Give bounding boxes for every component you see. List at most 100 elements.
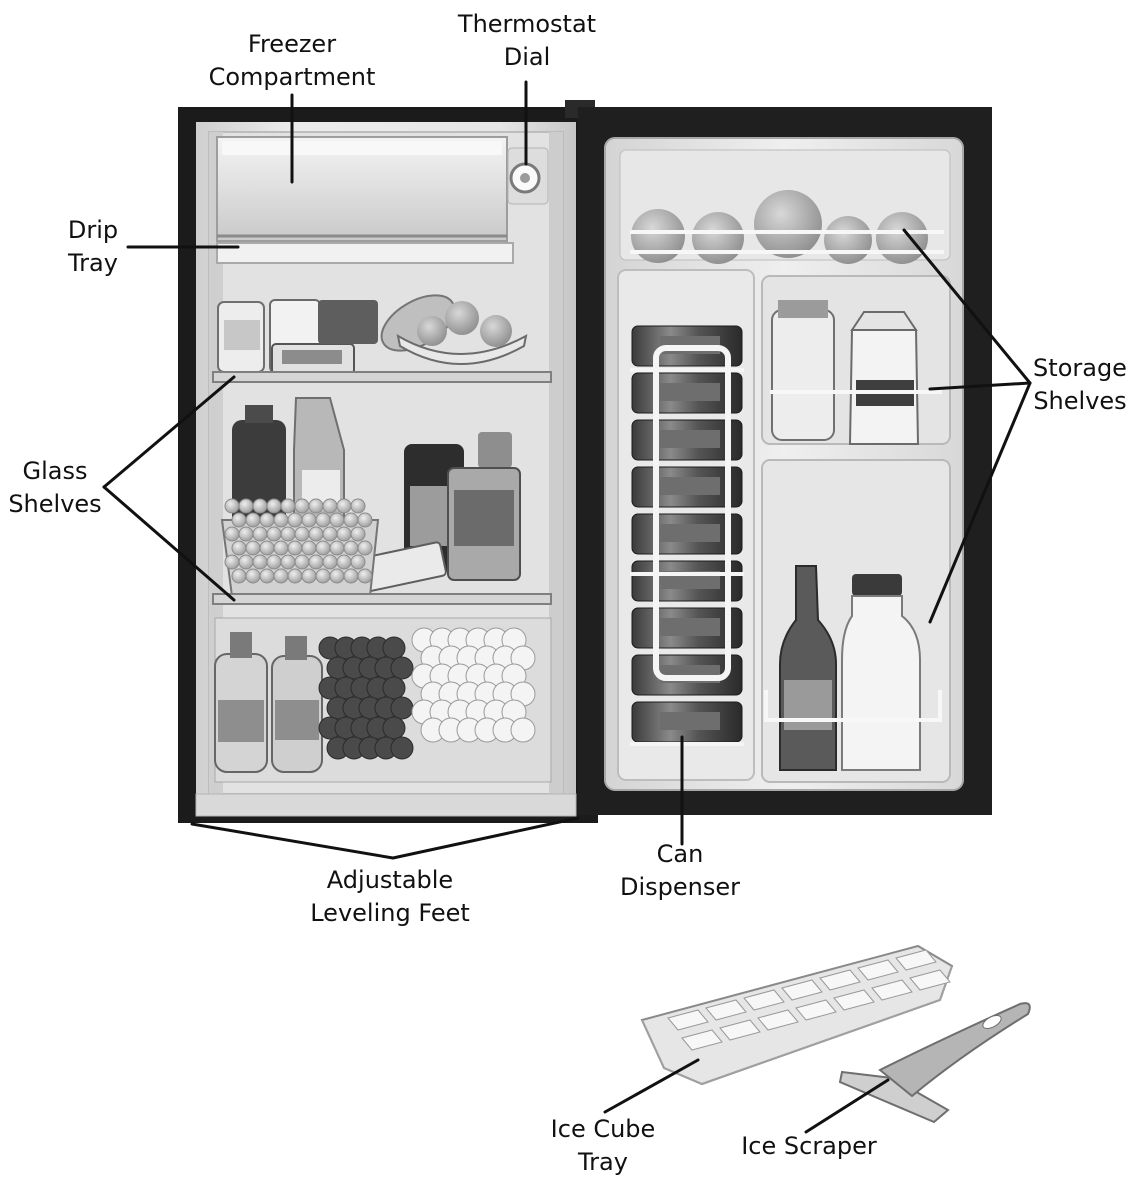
freezer-label-line-2: Compartment [208,63,376,91]
grape [273,512,289,528]
grape [343,568,359,584]
grape [357,540,373,556]
leader-lines [102,80,1032,1134]
grape [308,554,324,570]
grape [280,526,296,542]
ice-cube-cell [681,1029,723,1051]
soda-can-label [660,618,720,636]
ice-cube-cell [895,949,937,971]
cauliflower [411,627,536,743]
drip-tray [216,242,514,264]
storage-shelves-leader-top [902,228,1032,385]
grape [322,498,338,514]
grape [252,526,268,542]
ice-cube-cell [743,989,785,1011]
grape [259,512,275,528]
ice-scraper-label: Ice Scraper [724,1130,894,1163]
freezer-compartment [216,136,508,242]
glass-shelves-leader-upper [102,375,236,489]
ice-scraper-label-line-1: Ice Scraper [741,1132,877,1160]
grape [357,568,373,584]
storage-shelves-leader-bottom [928,381,1032,624]
grape [350,498,366,514]
ice-cube-tray-label: Ice Cube Tray [528,1113,678,1179]
grapes [224,498,373,584]
grape [231,568,247,584]
leveling-feet-leader-right [391,816,580,860]
grape [322,554,338,570]
ice-cube-tray [640,944,954,1086]
leveling-feet-label-line-2: Leveling Feet [310,899,470,927]
glass-shelves-label: Glass Shelves [0,455,110,521]
grape [336,526,352,542]
freezer-label-line-1: Freezer [247,30,337,58]
top-shelf-food [217,294,528,375]
grape [259,568,275,584]
storage-shelves-leader-middle [928,381,1032,391]
grape [329,512,345,528]
ice-cube-cell [909,969,951,991]
leveling-feet-leader-left [190,822,395,860]
grape [336,498,352,514]
grape [343,512,359,528]
ice-cube-tray-label-line-2: Tray [578,1148,628,1176]
storage-shelves-label: Storage Shelves [1025,352,1135,418]
ice-scraper-leader [804,1078,890,1134]
ice-cube-cell [857,959,899,981]
ice-cube-cell [819,969,861,991]
grape [350,554,366,570]
soda-can-label [660,524,720,542]
grape [238,498,254,514]
soda-can-label [660,477,720,495]
glass-shelves-label-line-1: Glass [22,457,88,485]
grape [315,512,331,528]
broccoli-floret [390,696,414,720]
grape [329,540,345,556]
grape [266,498,282,514]
grape [322,526,338,542]
grape [280,498,296,514]
broccoli-floret [382,676,406,700]
grape [245,512,261,528]
broccoli-floret [390,736,414,760]
grape [266,526,282,542]
thermostat-dial-label: Thermostat Dial [442,8,612,74]
can-dispenser-label-line-2: Dispenser [620,873,740,901]
storage-shelves-label-line-2: Shelves [1033,387,1127,415]
adjustable-leveling-feet-label: Adjustable Leveling Feet [290,864,490,930]
grape [245,568,261,584]
ice-cube-tray-cells [667,949,951,1051]
ice-cube-cell [781,979,823,1001]
ice-cube-cell [705,999,747,1021]
broccoli-floret [382,636,406,660]
grape [238,554,254,570]
grape [224,526,240,542]
grape [357,512,373,528]
grape [224,554,240,570]
freezer-compartment-label: Freezer Compartment [192,28,392,94]
thermostat-label-line-2: Dial [503,43,551,71]
grape [336,554,352,570]
drip-tray-label-line-1: Drip [67,216,119,244]
drip-tray-label-line-2: Tray [68,249,118,277]
glass-shelf-upper [212,371,552,383]
drip-tray-label: Drip Tray [48,214,138,280]
broccoli-floret [382,716,406,740]
crisper-food [214,617,552,783]
thermostat-label-line-1: Thermostat [457,10,597,38]
ice-cube-cell [871,979,913,1001]
thermostat-dial [507,147,549,205]
ice-cube-cell [667,1009,709,1031]
ice-cube-cell [833,989,875,1011]
grape [315,540,331,556]
grape [343,540,359,556]
grape [280,554,296,570]
can-dispenser-label: Can Dispenser [600,838,760,904]
ice-cube-cell [795,999,837,1021]
ice-cube-tray-label-line-1: Ice Cube [550,1115,656,1143]
leveling-feet-label-line-1: Adjustable [326,866,454,894]
glass-shelves-leader-lower [102,485,236,602]
grape [231,540,247,556]
grape [273,540,289,556]
